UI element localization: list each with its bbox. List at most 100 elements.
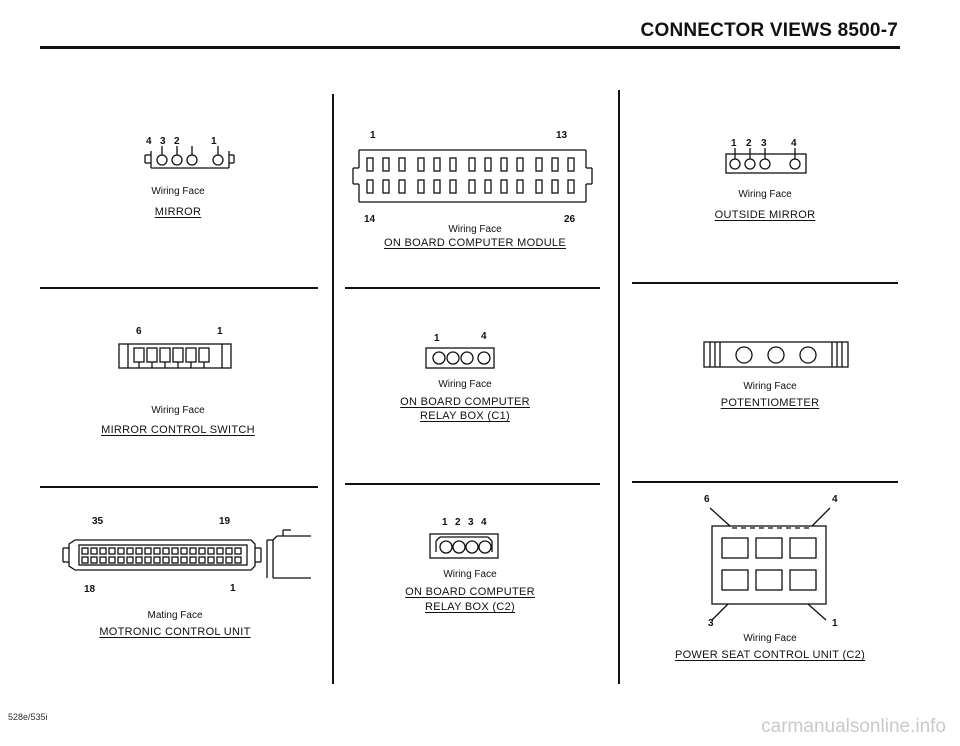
pin-slot [225, 547, 233, 555]
row-divider [40, 287, 318, 289]
row-divider [345, 483, 600, 485]
pin-slot [551, 157, 559, 172]
pin-slot [366, 179, 374, 194]
pin-slot [135, 556, 143, 564]
pin-slot [99, 547, 107, 555]
pin-slot [162, 547, 170, 555]
connector-face-label: Wiring Face [448, 224, 502, 235]
connector-name-line2: RELAY BOX (C1) [420, 410, 510, 422]
pin-slot [516, 157, 524, 172]
pin-label: 1 [442, 517, 448, 528]
pin-label: 1 [217, 326, 223, 337]
pin-slot [108, 556, 116, 564]
pin-slot [433, 179, 441, 194]
connector-name-line2: RELAY BOX (C2) [425, 601, 515, 613]
connector-name-line1: ON BOARD COMPUTER [400, 396, 530, 408]
pin-slot [417, 179, 425, 194]
pin-slot [171, 556, 179, 564]
pin-label: 4 [481, 517, 487, 528]
pin-slot [433, 157, 441, 172]
pin-slot [108, 547, 116, 555]
pin-label: 2 [746, 138, 752, 149]
pin-slot [135, 547, 143, 555]
pin-slot [484, 179, 492, 194]
pin-label: 2 [455, 517, 461, 528]
pin-slot [551, 179, 559, 194]
mirror-connector-icon [144, 146, 235, 169]
connector-name: OUTSIDE MIRROR [714, 209, 816, 221]
pin-label: 3 [468, 517, 474, 528]
pin-label: 13 [556, 130, 568, 141]
pin-slot [216, 547, 224, 555]
pin-slot [189, 556, 197, 564]
pin-slot [180, 547, 188, 555]
connector-face-label: Mating Face [147, 610, 203, 621]
pin-label: 35 [92, 516, 104, 527]
pin-slot [153, 556, 161, 564]
pin-label: 6 [704, 494, 710, 505]
pin-label: 1 [230, 583, 236, 594]
watermark: carmanualsonline.info [761, 716, 946, 737]
outside-mirror-connector-icon [725, 148, 807, 174]
pin-slot [567, 157, 575, 172]
connector-name: POTENTIOMETER [720, 397, 820, 409]
pin-label: 19 [219, 516, 231, 527]
connector-name: MIRROR CONTROL SWITCH [101, 424, 255, 436]
pin-slot [126, 547, 134, 555]
model-code: 528e/535i [8, 712, 48, 722]
pin-slot [500, 179, 508, 194]
relay-c1-connector-icon [425, 347, 495, 369]
pin-slot [398, 179, 406, 194]
pin-slot [449, 179, 457, 194]
connector-name: POWER SEAT CONTROL UNIT (C2) [674, 649, 866, 661]
pin-slot [144, 547, 152, 555]
pin-label: 1 [731, 138, 737, 149]
pin-slot [90, 547, 98, 555]
pin-slot [468, 157, 476, 172]
pin-slot [117, 556, 125, 564]
pin-label: 4 [832, 494, 838, 505]
row-divider [632, 481, 898, 483]
pin-label: 6 [136, 326, 142, 337]
connector-face-label: Wiring Face [743, 633, 797, 644]
connector-name: MOTRONIC CONTROL UNIT [99, 626, 251, 638]
pin-slot [468, 179, 476, 194]
pin-label: 4 [146, 136, 152, 147]
pin-slot [484, 157, 492, 172]
potentiometer-connector-icon [703, 341, 849, 368]
pin-slot [90, 556, 98, 564]
pin-label: 18 [84, 584, 96, 595]
connector-name-line1: ON BOARD COMPUTER [405, 586, 535, 598]
row-divider [632, 282, 898, 284]
pin-slot [225, 556, 233, 564]
pin-label: 3 [761, 138, 767, 149]
connector-face-label: Wiring Face [438, 379, 492, 390]
mirror-switch-connector-icon [118, 343, 232, 369]
pin-label: 14 [364, 214, 376, 225]
column-divider-left [332, 94, 334, 684]
pin-slot [567, 179, 575, 194]
pin-label: 1 [832, 618, 838, 629]
pin-slot [234, 556, 242, 564]
pin-slot [516, 179, 524, 194]
pin-slot [171, 547, 179, 555]
pin-slot [417, 157, 425, 172]
pin-slot [144, 556, 152, 564]
pin-slot [189, 547, 197, 555]
pin-label: 1 [370, 130, 376, 141]
connector-face-label: Wiring Face [151, 405, 205, 416]
pin-slot [216, 556, 224, 564]
pin-slot [198, 547, 206, 555]
pin-label: 3 [708, 618, 714, 629]
relay-c2-connector-icon [429, 533, 499, 559]
connector-face-label: Wiring Face [743, 381, 797, 392]
pin-label: 4 [791, 138, 797, 149]
pin-slot [535, 179, 543, 194]
pin-slot [500, 157, 508, 172]
pin-slot [449, 157, 457, 172]
pin-slot [382, 157, 390, 172]
page-title: CONNECTOR VIEWS 8500-7 [640, 20, 898, 41]
pin-slot [535, 157, 543, 172]
pin-slot [382, 179, 390, 194]
pin-slot [81, 556, 89, 564]
